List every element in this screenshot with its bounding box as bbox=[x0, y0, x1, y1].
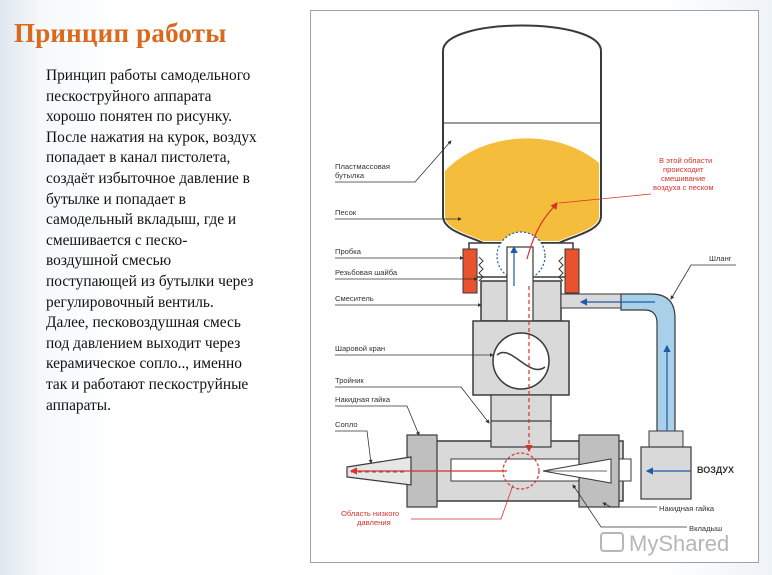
note-mixing-1: В этой области bbox=[659, 156, 712, 165]
description-text: Принцип работы самодельного пескоструйно… bbox=[46, 66, 298, 416]
slide-title: Принцип работы bbox=[14, 18, 227, 48]
note-mixing-2: происходит bbox=[663, 165, 704, 174]
watermark-text: MyShared bbox=[629, 531, 729, 556]
description-line: смешивается с песко- bbox=[46, 231, 188, 249]
label-nozzle: Сопло bbox=[335, 420, 358, 429]
description-line: керамическое сопло.., именно bbox=[46, 355, 242, 373]
myshared-logo: MyShared bbox=[600, 531, 729, 556]
label-ball-valve: Шаровой кран bbox=[335, 344, 385, 353]
description-line: Принцип работы самодельного bbox=[46, 67, 251, 84]
sand-fill bbox=[445, 138, 599, 241]
description-line: так и работают пескоструйные bbox=[46, 375, 249, 393]
label-hose: Шланг bbox=[709, 254, 732, 263]
ball-valve bbox=[472, 320, 570, 426]
description-line: хорошо понятен по рисунку. bbox=[46, 108, 233, 126]
label-insert: Вкладыш bbox=[689, 524, 722, 533]
plastic-bottle bbox=[442, 24, 602, 244]
description-line: поступающей из бутылки через bbox=[46, 272, 254, 290]
description-line: бутылке и попадает в bbox=[46, 190, 186, 208]
note-low-pressure-1: Область низкого bbox=[341, 509, 399, 518]
description-line: пескоструйного аппарата bbox=[46, 87, 212, 105]
description-line: регулировочный вентиль. bbox=[46, 293, 214, 311]
label-union-nut-right: Накидная гайка bbox=[659, 504, 715, 513]
note-mixing-4: воздуха с песком bbox=[653, 183, 714, 192]
note-low-pressure-2: давления bbox=[357, 518, 391, 527]
insert bbox=[542, 458, 612, 484]
description-line: попадает в канал пистолета, bbox=[46, 149, 231, 167]
description-line: После нажатия на курок, воздух bbox=[46, 128, 257, 146]
description-line: воздушной смесью bbox=[46, 252, 172, 270]
description-line: под давлением выходит через bbox=[46, 334, 241, 352]
label-mixer: Смеситель bbox=[335, 294, 374, 303]
label-cap: Пробка bbox=[335, 247, 362, 256]
note-mixing-3: смешивание bbox=[661, 174, 705, 183]
label-bottle-2: бутылка bbox=[335, 171, 365, 180]
description-line: самодельный вкладыш, где и bbox=[46, 211, 237, 229]
label-union-nut-left: Накидная гайка bbox=[335, 395, 391, 404]
label-bottle: Пластмассовая bbox=[335, 162, 390, 171]
description-line: создаёт избыточное давление в bbox=[46, 169, 250, 187]
label-air: ВОЗДУХ bbox=[697, 465, 734, 475]
air-hose bbox=[620, 293, 692, 500]
sandblaster-diagram-svg: Пластмассовая бутылка Песок Пробка Резьб… bbox=[335, 24, 736, 556]
label-tee: Тройник bbox=[335, 376, 364, 385]
sandblaster-diagram: Пластмассовая бутылка Песок Пробка Резьб… bbox=[310, 10, 759, 563]
label-sand: Песок bbox=[335, 208, 357, 217]
description-line: аппараты. bbox=[46, 396, 111, 414]
label-threaded-washer: Резьбовая шайба bbox=[335, 268, 398, 277]
description-line: Далее, песковоздушная смесь bbox=[46, 314, 241, 332]
